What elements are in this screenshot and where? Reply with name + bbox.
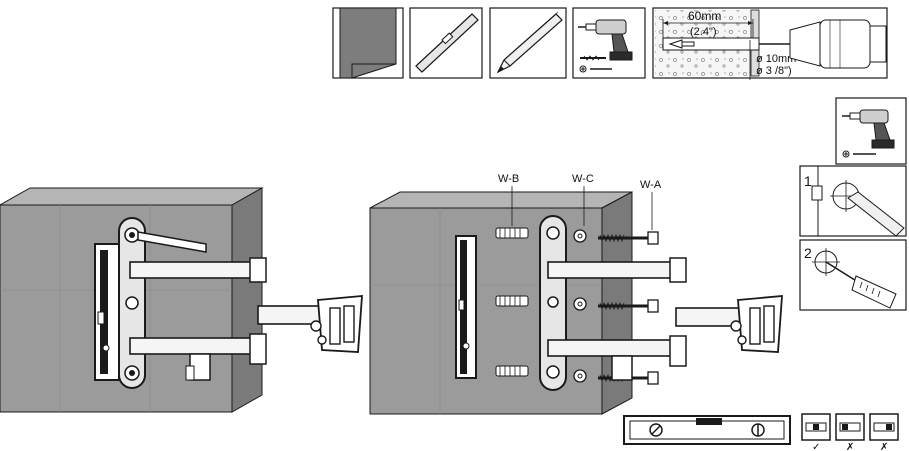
spirit-level-bottom bbox=[623, 415, 791, 445]
drill-diameter-inch-label: ø 3 /8") bbox=[756, 65, 792, 77]
label-w-c: W-C bbox=[572, 173, 594, 185]
screwdriver-bit-icon bbox=[579, 65, 612, 73]
drill-depth-panel: 60mm (2.4") ø 10mm ø 3 /8") bbox=[652, 7, 888, 80]
drill-icon bbox=[578, 19, 633, 61]
drill-depth-label: 60mm bbox=[688, 9, 721, 23]
drill-bit-icon bbox=[580, 55, 606, 61]
washers bbox=[573, 229, 587, 383]
pencil-icon bbox=[496, 11, 563, 74]
tv-bracket bbox=[310, 295, 363, 353]
anchor-top bbox=[495, 227, 529, 239]
hardware-labels: W-B W-C W-A bbox=[498, 173, 662, 230]
bubble-checks: ✓ ✗ ✗ bbox=[801, 413, 899, 451]
lag-bolts bbox=[598, 231, 659, 385]
bubble-mark-1: ✓ bbox=[812, 442, 820, 451]
mount-exploded bbox=[455, 215, 783, 391]
drill-diameter-label: ø 10mm bbox=[756, 53, 796, 65]
drill-chuck-icon bbox=[759, 19, 887, 69]
anchor-bottom bbox=[495, 365, 529, 377]
label-w-b: W-B bbox=[498, 173, 519, 185]
bubble-mark-2: ✗ bbox=[846, 442, 854, 451]
drill-depth-inch-label: (2.4") bbox=[690, 26, 717, 38]
wall-anchors bbox=[495, 227, 529, 377]
drill-bits-tool-panel bbox=[572, 7, 646, 79]
bubble-check-3: ✗ bbox=[869, 413, 899, 451]
drill-panel-right bbox=[835, 97, 907, 165]
spirit-level-tool-panel bbox=[409, 7, 483, 79]
label-w-a: W-A bbox=[640, 179, 662, 191]
mount-assembled bbox=[94, 217, 363, 389]
wall-tool-panel bbox=[332, 7, 404, 79]
bubble-check-1: ✓ bbox=[801, 413, 831, 451]
bubble-check-2: ✗ bbox=[835, 413, 865, 451]
spirit-level-icon bbox=[415, 13, 479, 73]
pencil-tool-panel bbox=[489, 7, 567, 79]
step-2-panel: 2 bbox=[799, 239, 907, 311]
bubble-mark-3: ✗ bbox=[880, 442, 888, 451]
anchor-middle bbox=[495, 295, 529, 307]
upper-arm bbox=[129, 261, 263, 279]
step-1-number: 1 bbox=[804, 173, 812, 189]
step-2-number: 2 bbox=[804, 245, 812, 261]
tv-bracket-exploded bbox=[730, 295, 783, 353]
lower-arm bbox=[129, 337, 263, 355]
step-1-panel: 1 bbox=[799, 165, 907, 237]
tool-strip: 60mm (2.4") ø 10mm ø 3 /8") bbox=[332, 7, 888, 80]
